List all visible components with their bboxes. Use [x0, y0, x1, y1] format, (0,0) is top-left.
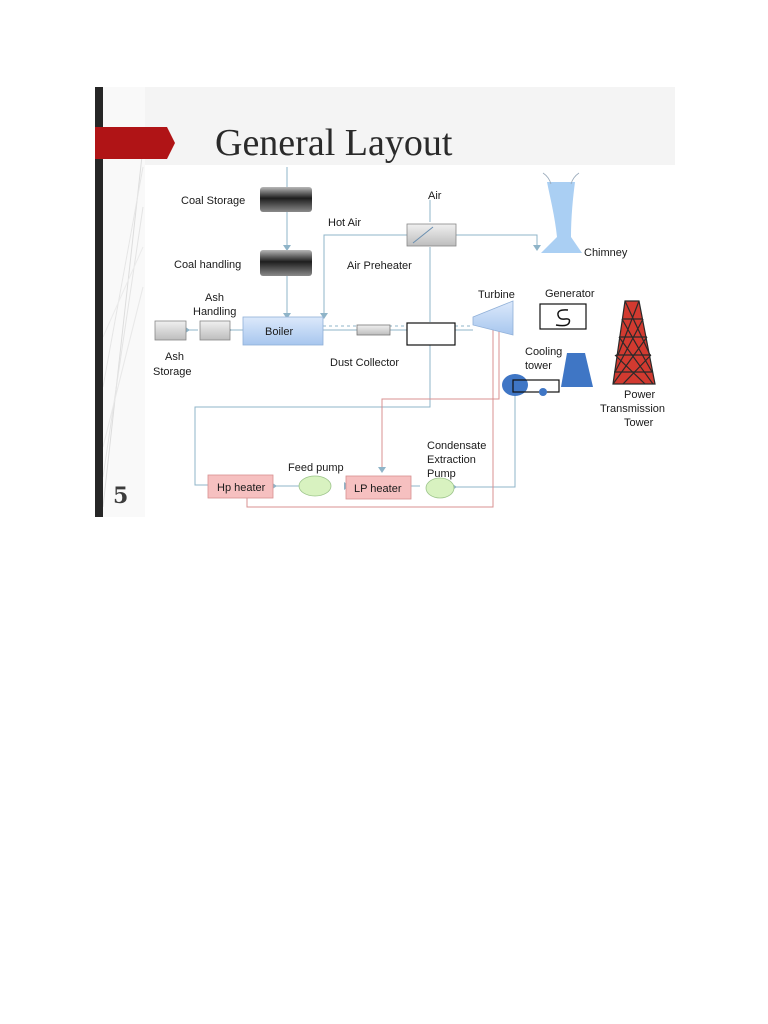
- feed-pump-label: Feed pump: [288, 462, 344, 474]
- condenser-loop: [512, 379, 560, 393]
- slide-number: 5: [113, 483, 129, 509]
- ash-storage-label-2: Storage: [153, 366, 192, 378]
- title-arrow-banner: [95, 127, 175, 159]
- turbine-label: Turbine: [478, 289, 515, 301]
- power-tower-label-1: Power: [624, 389, 656, 401]
- generator-symbol: [555, 309, 571, 327]
- dust-collector-label: Dust Collector: [330, 357, 399, 369]
- dust-collector-box: [356, 324, 391, 336]
- power-tower-label-2: Transmission: [600, 403, 665, 415]
- lp-heater-label: LP heater: [354, 483, 402, 495]
- lp-heater-box: [345, 475, 412, 500]
- coal-handling-box: [260, 250, 312, 276]
- air-preheater-label: Air Preheater: [347, 260, 412, 272]
- coal-storage-box: [260, 187, 312, 212]
- boiler-label: Boiler: [265, 326, 293, 338]
- coal-handling-label: Coal handling: [174, 259, 241, 271]
- boiler-box: [242, 316, 324, 346]
- ash-handling-label-1: Ash: [205, 292, 224, 304]
- condensate-label-2: Extraction: [427, 454, 476, 466]
- air-preheater-arrow: [412, 226, 434, 244]
- condensate-pump-shape: [425, 477, 455, 499]
- flow-lines-blue: [186, 167, 538, 488]
- generator-label: Generator: [545, 288, 595, 300]
- chimney-label: Chimney: [584, 247, 628, 259]
- ash-storage-label-1: Ash: [165, 351, 184, 363]
- power-plant-diagram: Coal Storage Coal handling Hot Air Air A…: [95, 127, 665, 508]
- power-transmission-tower: [612, 300, 656, 385]
- decorative-lines: [102, 146, 144, 508]
- hot-air-label: Hot Air: [328, 217, 361, 229]
- power-tower-label-3: Tower: [624, 417, 654, 429]
- slide-side-bar: [95, 87, 103, 517]
- ash-handling-label-2: Handling: [193, 306, 236, 318]
- circulating-pump: [539, 388, 547, 396]
- condensate-label-1: Condensate: [427, 440, 486, 452]
- generator-box: [539, 303, 587, 330]
- condensate-label-3: Pump: [427, 468, 456, 480]
- cooling-tower-label-2: tower: [525, 360, 552, 372]
- slide: 5 General Layout: [95, 87, 675, 517]
- coal-storage-label: Coal Storage: [181, 195, 245, 207]
- ash-storage-box: [154, 320, 187, 341]
- air-label: Air: [428, 190, 442, 202]
- turbine-shape: [472, 300, 514, 336]
- hp-heater-label: Hp heater: [217, 482, 266, 494]
- ash-handling-box: [199, 320, 231, 341]
- cooling-tower-label-1: Cooling: [525, 346, 562, 358]
- flue-duct-box: [406, 322, 456, 346]
- slide-title: General Layout: [215, 122, 453, 164]
- cooling-tower-shape: [561, 353, 593, 387]
- hp-heater-box: [207, 474, 274, 499]
- condenser-shape: [502, 374, 528, 396]
- chimney-smoke: [542, 172, 580, 185]
- chimney-shape: [541, 182, 582, 253]
- feed-pump-shape: [298, 475, 332, 497]
- air-preheater-box: [406, 223, 457, 247]
